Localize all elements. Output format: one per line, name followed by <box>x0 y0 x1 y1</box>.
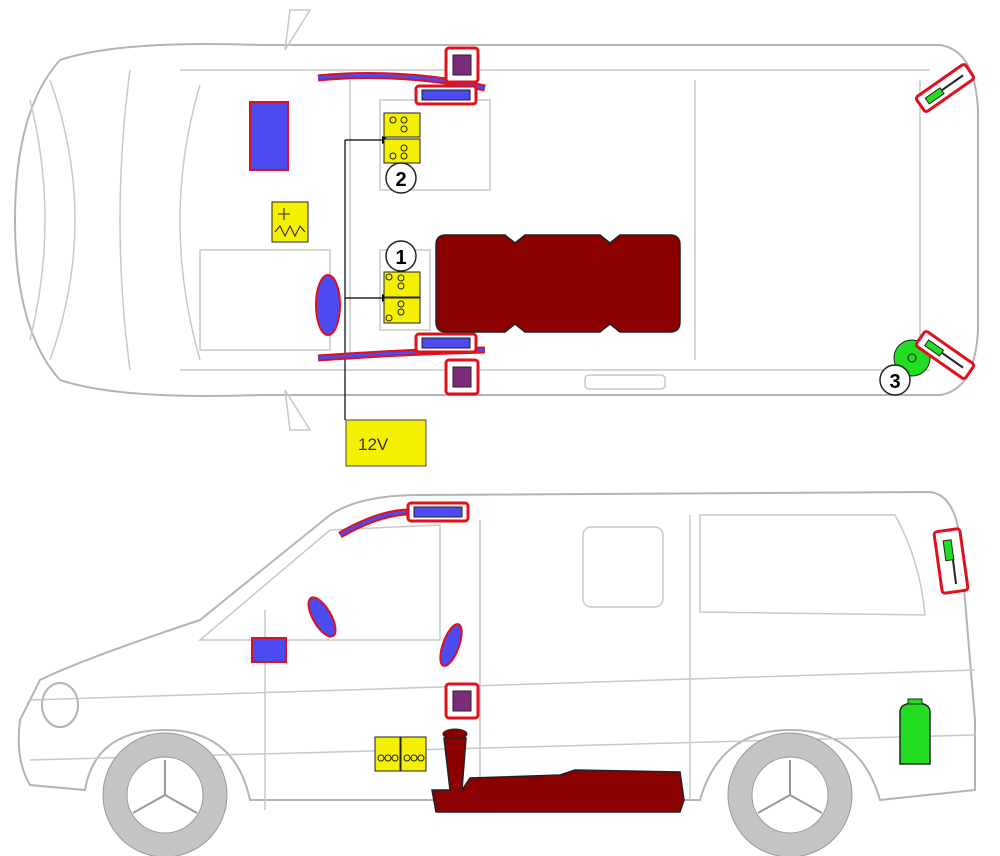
curtain-airbag-side <box>338 508 411 539</box>
fuel-tank-top <box>435 234 681 333</box>
passenger-airbag <box>249 101 289 171</box>
voltage-label: 12V <box>358 435 389 454</box>
gas-spring-side <box>932 527 970 595</box>
top-view: 12V <box>13 9 979 467</box>
top-view-body-outline <box>13 43 979 397</box>
side-view <box>17 490 976 856</box>
gas-spring-bottom <box>914 330 976 380</box>
fuel-tank-side <box>431 737 685 813</box>
callout-3: 3 <box>879 364 911 396</box>
voltage-label-box <box>345 419 427 467</box>
driver-airbag <box>315 274 341 336</box>
svg-text:1: 1 <box>395 247 406 269</box>
callout-1: 1 <box>385 240 417 272</box>
battery-2 <box>383 112 421 164</box>
svg-text:3: 3 <box>889 371 900 393</box>
battery-side <box>374 736 427 772</box>
gas-spring-top <box>914 63 976 113</box>
knee-airbag-side <box>251 637 287 663</box>
passenger-airbag-side <box>307 596 337 638</box>
battery-1 <box>383 271 421 324</box>
wiring-line <box>344 139 382 420</box>
callout-2: 2 <box>385 162 417 194</box>
pyrotechnic-component <box>271 201 309 243</box>
gas-cylinder-side <box>899 702 931 765</box>
driver-airbag-side <box>439 623 463 667</box>
side-view-body-outline <box>17 490 976 802</box>
svg-text:2: 2 <box>395 169 406 191</box>
